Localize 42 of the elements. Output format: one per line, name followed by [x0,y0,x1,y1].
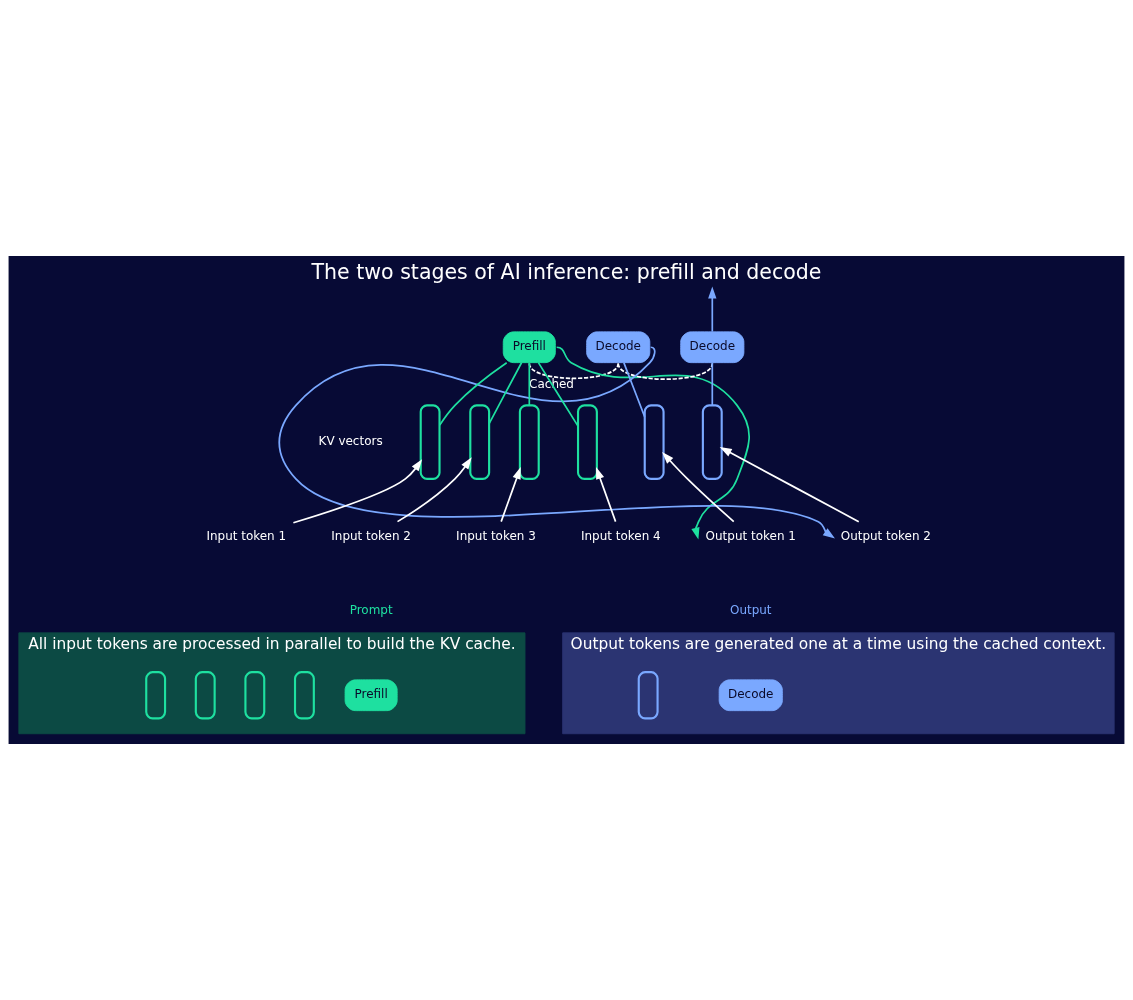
connector [528,361,531,407]
node-box [293,671,315,720]
arrow [662,452,735,523]
arrow [500,467,521,523]
node-box [518,404,540,480]
connector [438,361,508,426]
diagram-title: The two stages of AI inference: prefill and decode [311,260,822,285]
arrow [708,286,717,333]
node-text: Input token 1 [206,529,287,544]
arrow [278,346,835,539]
connector [711,361,714,407]
node-box [469,404,491,480]
node-box: Decode [586,331,651,364]
connector [488,361,523,425]
node-text: Input token 4 [580,529,661,544]
node-box [643,404,665,480]
connector [528,362,620,380]
arrow [396,457,472,523]
label: KV vectors [318,434,383,449]
node-box [145,671,167,720]
node-text: Output token 1 [705,529,796,544]
connector [623,362,646,418]
label: Output [729,602,772,617]
node-box [576,404,598,480]
node-box [244,671,266,720]
arrow [719,447,860,523]
arrow [292,459,423,524]
label: Prompt [349,602,393,617]
node-box [419,404,441,480]
node-box [637,671,659,720]
node-box: Decode [680,331,745,364]
node-text: Output token 2 [840,529,932,544]
node-box: Prefill [502,331,556,364]
node-box: Decode [718,679,783,712]
node-box [194,671,216,720]
node-text: Input token 2 [331,529,411,544]
connector [617,362,714,381]
node-box: Prefill [344,679,398,712]
arrow [596,467,617,523]
node-box [701,404,723,480]
arrow [555,346,750,540]
node-text: Input token 3 [456,529,536,544]
